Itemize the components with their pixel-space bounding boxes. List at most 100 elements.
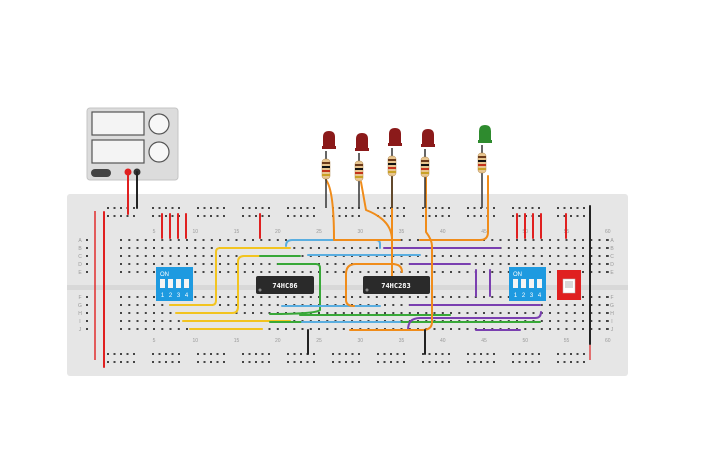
hole[interactable]: [590, 263, 593, 265]
rail-hole[interactable]: [223, 215, 225, 217]
hole[interactable]: [375, 271, 378, 273]
hole[interactable]: [598, 320, 601, 322]
hole[interactable]: [202, 255, 205, 257]
rail-hole[interactable]: [486, 361, 489, 363]
rail-hole[interactable]: [403, 361, 405, 363]
rail-hole[interactable]: [358, 361, 360, 363]
rail-hole[interactable]: [422, 353, 424, 355]
rail-hole[interactable]: [338, 215, 341, 217]
hole[interactable]: [276, 328, 279, 330]
hole[interactable]: [301, 296, 304, 298]
rail-hole[interactable]: [261, 361, 264, 363]
hole[interactable]: [260, 263, 263, 265]
hole[interactable]: [144, 247, 147, 249]
hole[interactable]: [458, 255, 461, 257]
rail-hole[interactable]: [480, 215, 482, 217]
hole[interactable]: [499, 296, 502, 298]
hole[interactable]: [590, 312, 593, 314]
rail-hole[interactable]: [113, 215, 116, 217]
wire-orange-6[interactable]: [345, 263, 403, 307]
hole[interactable]: [590, 328, 593, 330]
hole[interactable]: [144, 263, 147, 265]
hole[interactable]: [483, 263, 485, 265]
hole[interactable]: [268, 296, 271, 298]
rail-hole[interactable]: [152, 361, 154, 363]
hole[interactable]: [474, 312, 477, 314]
hole[interactable]: [441, 328, 444, 330]
hole[interactable]: [565, 328, 568, 330]
psu-power-button[interactable]: [91, 169, 111, 177]
hole[interactable]: [565, 247, 568, 249]
hole[interactable]: [86, 239, 88, 241]
hole[interactable]: [227, 271, 230, 273]
rail-hole[interactable]: [242, 361, 244, 363]
rail-hole[interactable]: [293, 215, 296, 217]
hole[interactable]: [202, 296, 205, 298]
hole[interactable]: [177, 320, 180, 322]
hole[interactable]: [186, 255, 188, 257]
hole[interactable]: [128, 320, 131, 322]
hole[interactable]: [161, 247, 164, 249]
rail-hole[interactable]: [300, 207, 302, 209]
rail-hole[interactable]: [441, 207, 444, 209]
rail-hole[interactable]: [152, 215, 154, 217]
rail-hole[interactable]: [306, 361, 309, 363]
led-5[interactable]: [479, 125, 491, 141]
hole[interactable]: [128, 304, 131, 306]
rail-hole[interactable]: [345, 215, 347, 217]
hole[interactable]: [507, 263, 510, 265]
hole[interactable]: [557, 320, 560, 322]
hole[interactable]: [359, 312, 362, 314]
rail-hole[interactable]: [493, 215, 495, 217]
dip-lever[interactable]: [513, 279, 518, 288]
rail-hole[interactable]: [171, 207, 174, 209]
hole[interactable]: [210, 239, 213, 241]
hole[interactable]: [169, 263, 172, 265]
rail-hole[interactable]: [390, 361, 392, 363]
hole[interactable]: [441, 255, 444, 257]
hole[interactable]: [128, 312, 131, 314]
hole[interactable]: [433, 312, 436, 314]
rail-hole[interactable]: [332, 361, 334, 363]
hole[interactable]: [243, 239, 246, 241]
hole[interactable]: [153, 312, 155, 314]
hole[interactable]: [144, 255, 147, 257]
hole[interactable]: [417, 296, 419, 298]
rail-hole[interactable]: [583, 353, 585, 355]
hole[interactable]: [120, 263, 122, 265]
hole[interactable]: [186, 247, 188, 249]
rail-hole[interactable]: [171, 353, 174, 355]
rail-hole[interactable]: [255, 361, 257, 363]
power-supply[interactable]: [86, 107, 179, 181]
hole[interactable]: [549, 247, 551, 249]
hole[interactable]: [268, 263, 271, 265]
hole[interactable]: [128, 296, 131, 298]
rail-hole[interactable]: [178, 353, 180, 355]
hole[interactable]: [549, 312, 551, 314]
hole[interactable]: [326, 263, 329, 265]
hole[interactable]: [194, 271, 197, 273]
hole[interactable]: [326, 312, 329, 314]
hole[interactable]: [153, 328, 155, 330]
hole[interactable]: [408, 296, 411, 298]
rail-hole[interactable]: [422, 361, 424, 363]
hole[interactable]: [433, 328, 436, 330]
rail-hole[interactable]: [422, 207, 424, 209]
hole[interactable]: [120, 296, 122, 298]
rail-hole[interactable]: [525, 353, 527, 355]
hole[interactable]: [219, 239, 221, 241]
rail-hole[interactable]: [268, 215, 270, 217]
hole[interactable]: [136, 271, 139, 273]
hole[interactable]: [450, 271, 452, 273]
hole[interactable]: [441, 312, 444, 314]
hole[interactable]: [524, 255, 527, 257]
rail-hole[interactable]: [126, 361, 129, 363]
hole[interactable]: [120, 247, 122, 249]
rail-hole[interactable]: [351, 353, 354, 355]
rail-hole[interactable]: [126, 353, 129, 355]
hole[interactable]: [524, 312, 527, 314]
rail-hole[interactable]: [197, 215, 199, 217]
hole[interactable]: [144, 239, 147, 241]
hole[interactable]: [342, 247, 345, 249]
hole[interactable]: [474, 296, 477, 298]
